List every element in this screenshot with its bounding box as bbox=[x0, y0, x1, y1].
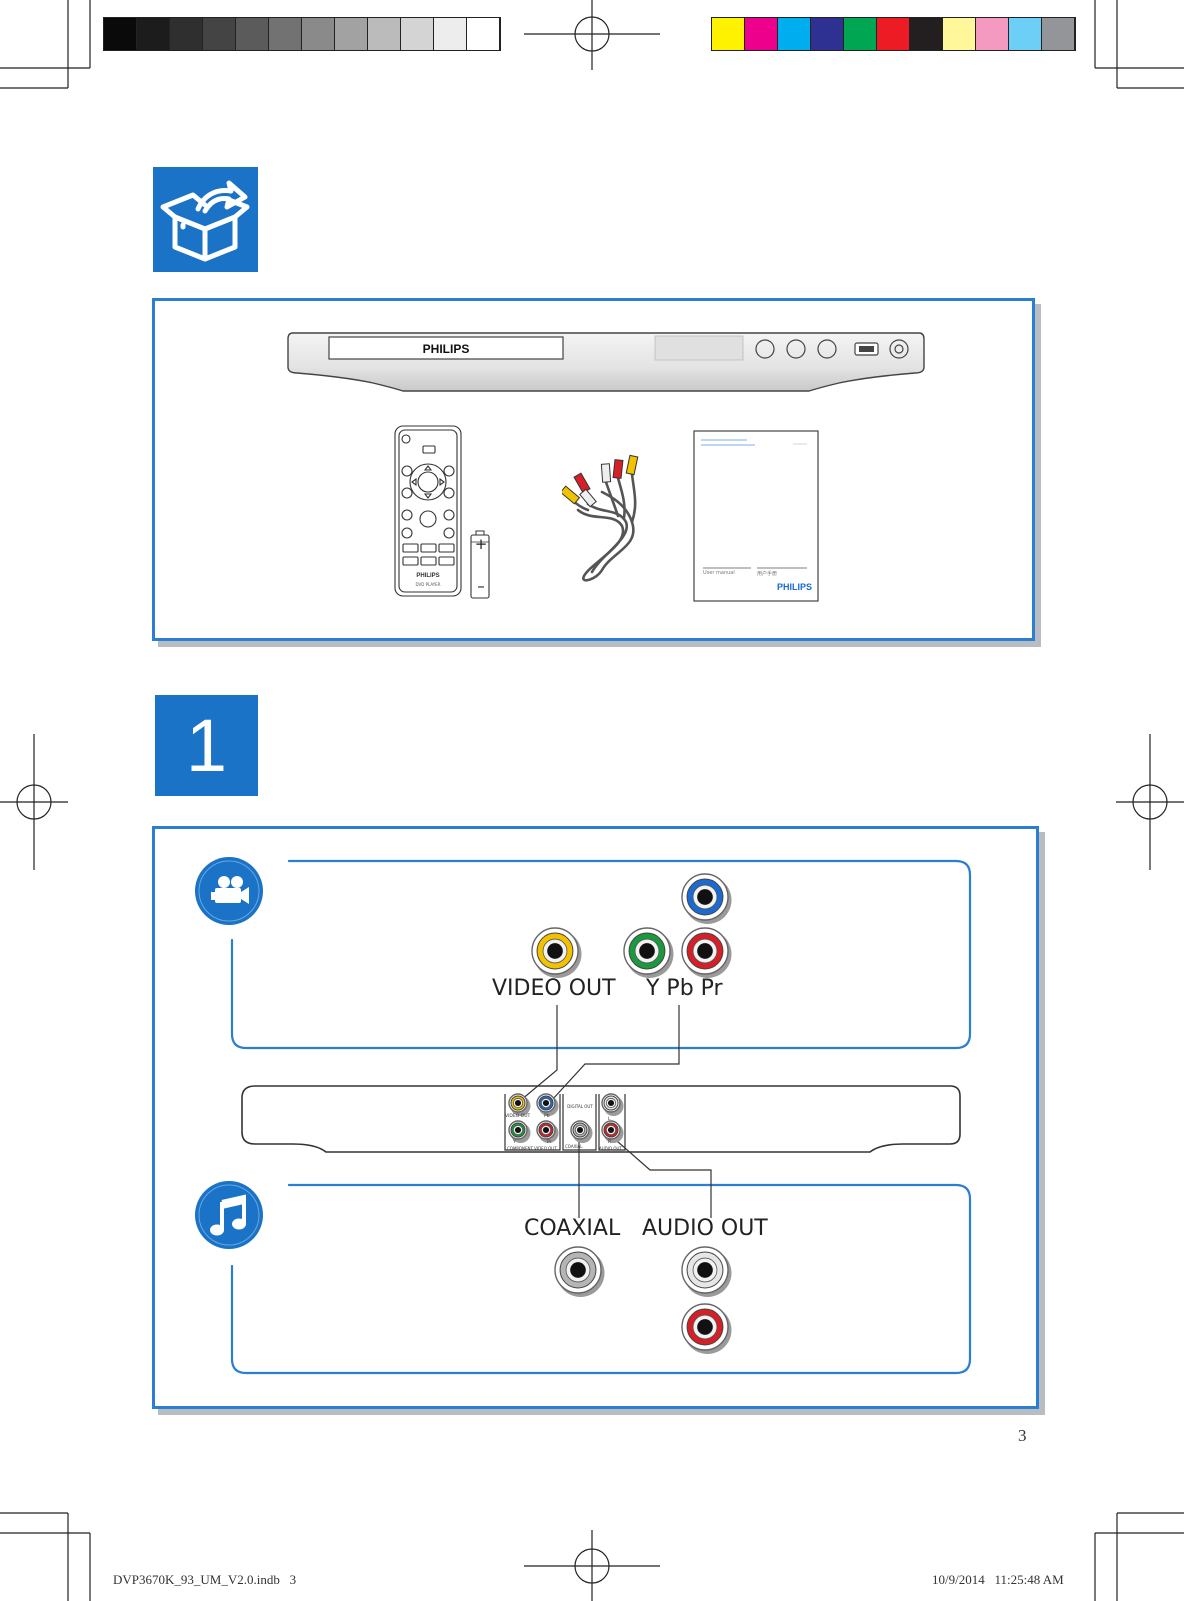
footer-file-name: DVP3670K_93_UM_V2.0.indb 3 bbox=[113, 1572, 297, 1587]
jack-coaxial bbox=[554, 1246, 605, 1297]
calibration-swatch bbox=[170, 18, 203, 50]
calibration-swatch bbox=[1042, 18, 1075, 50]
remote-control-illustration bbox=[394, 425, 462, 597]
calibration-swatch bbox=[434, 18, 467, 50]
rear-coaxial-text: COAXIAL bbox=[565, 1144, 583, 1149]
calibration-swatch bbox=[335, 18, 368, 50]
jack-audio-right-red bbox=[681, 1303, 732, 1354]
rear-y-text: Y bbox=[513, 1140, 516, 1145]
rear-video-out-text: VIDEO OUT bbox=[505, 1114, 531, 1119]
calibration-swatch bbox=[778, 18, 811, 50]
calibration-swatch bbox=[712, 18, 745, 50]
calibration-swatch bbox=[302, 18, 335, 50]
manual-brand-logo: PHILIPS bbox=[776, 582, 812, 592]
rear-jack-coaxial bbox=[570, 1120, 593, 1143]
color-calibration-bar bbox=[711, 17, 1076, 51]
calibration-swatch bbox=[811, 18, 844, 50]
video-out-label: VIDEO OUT bbox=[492, 976, 616, 1001]
rear-component-video-out-text: COMPONENT VIDEO OUT bbox=[507, 1146, 557, 1151]
battery-illustration bbox=[470, 530, 490, 599]
calibration-swatch bbox=[976, 18, 1009, 50]
grey-calibration-bar bbox=[103, 17, 501, 51]
print-marks-top bbox=[0, 0, 1184, 89]
dvd-player-illustration bbox=[287, 332, 925, 392]
step-number-badge: 1 bbox=[155, 695, 258, 796]
rear-r-text: R bbox=[608, 1140, 612, 1145]
rear-jack-audio-r bbox=[601, 1120, 624, 1143]
calibration-swatch bbox=[104, 18, 137, 50]
jack-pr-red bbox=[681, 927, 732, 978]
rear-pr-text: Pr bbox=[547, 1140, 552, 1145]
rear-pb-text: Pb bbox=[544, 1114, 550, 1119]
jack-video-yellow bbox=[531, 927, 582, 978]
rear-audio-out-text: AUDIO OUT bbox=[599, 1146, 622, 1151]
calibration-swatch bbox=[368, 18, 401, 50]
battery-minus: – bbox=[477, 577, 485, 595]
calibration-swatch bbox=[844, 18, 877, 50]
calibration-swatch bbox=[745, 18, 778, 50]
footer-timestamp: 10/9/2014 11:25:48 AM bbox=[932, 1572, 1064, 1587]
calibration-swatch bbox=[877, 18, 910, 50]
calibration-swatch bbox=[943, 18, 976, 50]
calibration-swatch bbox=[401, 18, 434, 50]
manual-right-label: 用户手册 bbox=[757, 571, 778, 577]
rear-jack-video bbox=[508, 1093, 531, 1116]
calibration-swatch bbox=[1009, 18, 1042, 50]
calibration-swatch bbox=[236, 18, 269, 50]
jack-pb-blue bbox=[681, 873, 732, 924]
rear-jack-pb bbox=[536, 1093, 559, 1116]
manual-left-label: User manual bbox=[703, 570, 735, 576]
calibration-swatch bbox=[269, 18, 302, 50]
video-camera-icon bbox=[195, 857, 263, 925]
coaxial-label: COAXIAL bbox=[524, 1216, 621, 1241]
component-ypbpr-label: Y Pb Pr bbox=[646, 976, 723, 1001]
remote-model-text: DVD PLAYER bbox=[415, 582, 441, 587]
rear-jack-audio-l bbox=[601, 1093, 624, 1116]
remote-brand-logo: PHILIPS bbox=[416, 573, 440, 579]
rear-digital-out-text: DIGITAL OUT bbox=[567, 1104, 593, 1109]
calibration-swatch bbox=[467, 18, 500, 50]
jack-audio-left-white bbox=[681, 1246, 732, 1297]
rear-jack-pr bbox=[536, 1120, 559, 1143]
calibration-swatch bbox=[137, 18, 170, 50]
av-cable-illustration bbox=[562, 454, 639, 582]
battery-plus: + bbox=[474, 535, 488, 553]
jack-y-green bbox=[623, 927, 674, 978]
user-manual-illustration bbox=[693, 430, 819, 602]
rear-l-text: L bbox=[608, 1117, 611, 1122]
player-brand-logo: PHILIPS bbox=[422, 342, 470, 356]
rear-jack-y bbox=[508, 1120, 531, 1143]
calibration-swatch bbox=[203, 18, 236, 50]
in-the-box-icon bbox=[153, 167, 258, 272]
page-number: 3 bbox=[1018, 1426, 1027, 1445]
music-note-icon bbox=[195, 1181, 263, 1249]
audio-out-label: AUDIO OUT bbox=[642, 1216, 768, 1241]
step-number: 1 bbox=[185, 704, 228, 787]
calibration-swatch bbox=[910, 18, 943, 50]
